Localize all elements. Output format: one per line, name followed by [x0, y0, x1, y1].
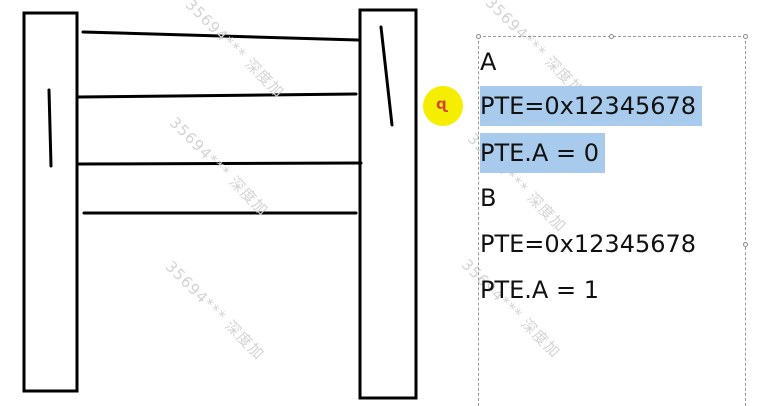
resize-handle[interactable] — [609, 34, 614, 39]
cursor-glyph: ɋ — [436, 95, 448, 113]
rung-1 — [81, 30, 360, 42]
right-post — [358, 8, 418, 400]
text-line[interactable]: A — [480, 48, 497, 76]
resize-handle[interactable] — [743, 34, 748, 39]
text-line[interactable]: PTE.A = 1 — [480, 276, 599, 304]
text-line[interactable]: B — [480, 184, 497, 212]
rung-3 — [76, 161, 363, 166]
text-line[interactable]: PTE=0x12345678 — [480, 230, 697, 258]
text-line-selected[interactable]: PTE.A = 0 — [480, 133, 605, 173]
resize-handle[interactable] — [743, 242, 748, 247]
left-post — [22, 11, 79, 393]
left-post-stroke — [47, 88, 53, 168]
laser-pointer-icon — [423, 86, 463, 126]
right-post-stroke — [379, 25, 394, 127]
rung-2 — [76, 92, 358, 99]
text-line-selected[interactable]: PTE=0x12345678 — [480, 86, 703, 126]
resize-handle[interactable] — [476, 34, 481, 39]
